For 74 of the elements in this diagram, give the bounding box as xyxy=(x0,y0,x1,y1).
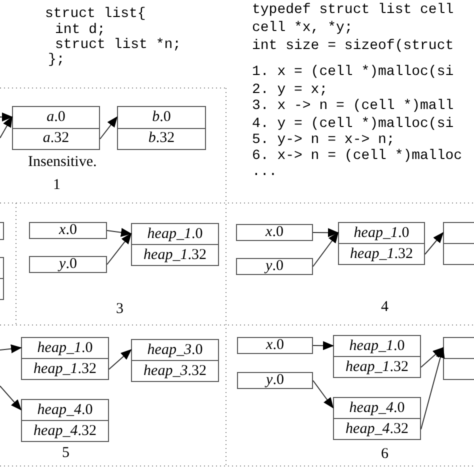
panel-number: 4 xyxy=(381,299,388,315)
field-label: y.0 xyxy=(266,373,284,388)
code-line: struct list *n; xyxy=(55,37,182,53)
field-label: heap_1.32 xyxy=(346,360,408,374)
variable-box xyxy=(236,258,313,275)
variable-box xyxy=(236,224,313,241)
panel-number: 1 xyxy=(53,177,60,193)
code-line: 4. y = (cell *)malloc(si xyxy=(252,116,454,132)
record-box xyxy=(338,222,425,265)
arrow xyxy=(100,116,118,140)
code-line: ... xyxy=(252,164,278,180)
code-line: int size = sizeof(struct xyxy=(252,38,454,54)
field-label: heap_4.32 xyxy=(346,422,408,436)
record-box xyxy=(12,106,100,150)
code-line: 3. x -> n = (cell *)mall xyxy=(252,98,454,114)
code-line: 6. x-> n = (cell *)malloc xyxy=(252,148,462,164)
field-label: a.0 xyxy=(46,110,66,125)
field-label: heap_1.0 xyxy=(354,226,410,240)
record-box xyxy=(333,397,421,440)
field-label: a.32 xyxy=(42,131,70,146)
panel-number: 5 xyxy=(62,445,70,461)
variable-box xyxy=(29,222,107,239)
record-box xyxy=(333,335,421,378)
panel-number: 3 xyxy=(116,301,124,317)
variable-box xyxy=(237,337,313,354)
arrow xyxy=(0,344,22,354)
record-box xyxy=(131,339,219,382)
arrow xyxy=(424,232,444,255)
field-label: heap_4.0 xyxy=(37,402,93,418)
field-label: heap_4.0 xyxy=(349,400,405,416)
code-line: 1. x = (cell *)malloc(si xyxy=(252,64,454,80)
field-label: y.0 xyxy=(266,259,284,274)
field-label: heap_1.32 xyxy=(144,248,206,262)
field-label: heap_4.32 xyxy=(34,424,96,438)
arrow xyxy=(312,341,334,350)
arrow xyxy=(106,232,132,265)
field-label: heap_1.32 xyxy=(350,246,413,262)
code-line: 2. y = x; xyxy=(252,82,328,98)
record-box xyxy=(21,399,109,442)
field-label: heap_1.0 xyxy=(37,340,93,356)
field-label: x.0 xyxy=(266,338,284,353)
panel-number: 6 xyxy=(381,446,388,462)
field-label: heap_1.32 xyxy=(34,362,96,376)
field-label: y.0 xyxy=(59,257,77,272)
field-label: heap_3.32 xyxy=(144,364,206,378)
field-label: heap_3.0 xyxy=(147,342,203,358)
variable-box xyxy=(29,256,107,273)
arrow xyxy=(420,346,445,430)
arrow xyxy=(106,228,132,237)
code-line: cell *x, *y; xyxy=(252,20,353,36)
code-line: int d; xyxy=(55,22,106,38)
field-label: heap_1.0 xyxy=(349,338,405,354)
field-label: x.0 xyxy=(59,223,77,238)
field-label: x.0 xyxy=(266,225,284,240)
variable-box xyxy=(237,372,313,389)
arrow xyxy=(312,380,334,409)
arrow xyxy=(420,347,444,368)
arrow xyxy=(312,232,339,267)
code-line: struct list{ xyxy=(45,6,146,22)
record-box xyxy=(117,106,206,150)
code-line: typedef struct list cell xyxy=(252,2,454,18)
arrow xyxy=(108,349,132,370)
caption: Insensitive. xyxy=(28,154,97,170)
field-label: b.0 xyxy=(152,110,171,125)
arrow xyxy=(312,228,339,238)
code-line: 5. y-> n = x-> n; xyxy=(252,132,395,148)
arrow xyxy=(0,112,13,122)
record-box xyxy=(131,223,219,266)
arrow xyxy=(0,116,12,138)
field-label: b.32 xyxy=(148,131,175,146)
code-line: }; xyxy=(48,52,65,68)
field-label: heap_1.0 xyxy=(147,226,203,242)
arrow xyxy=(0,386,22,410)
record-box xyxy=(21,337,109,380)
